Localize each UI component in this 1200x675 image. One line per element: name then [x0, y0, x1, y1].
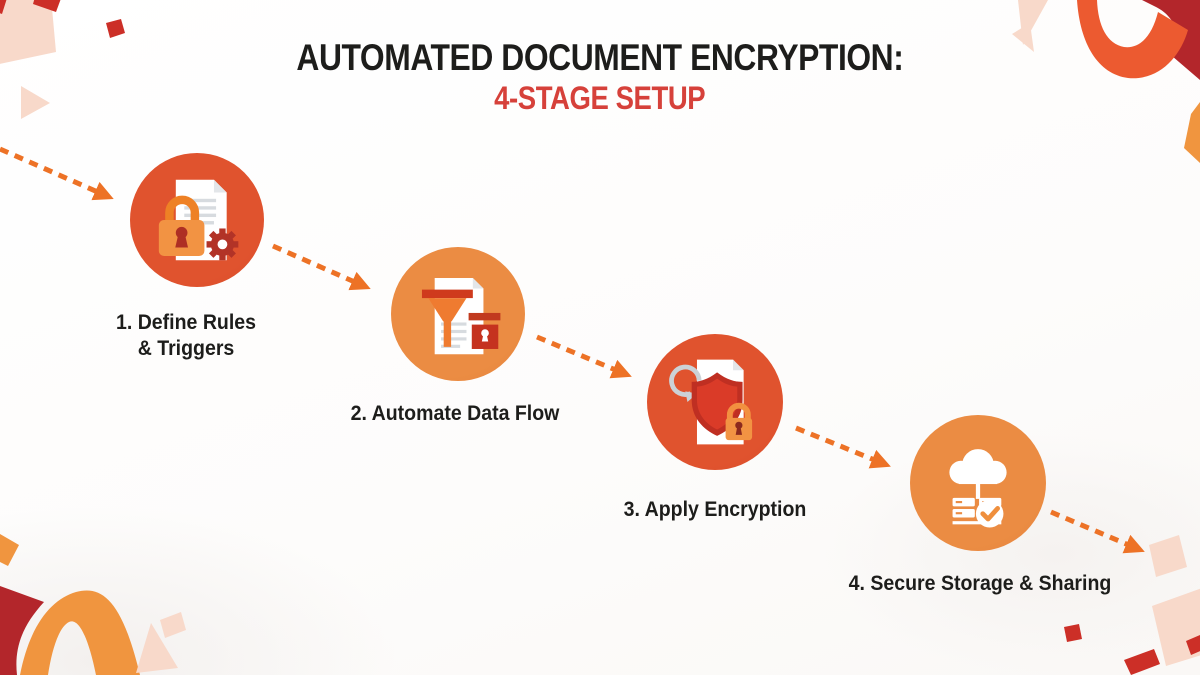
title-line-2: 4-STAGE SETUP	[494, 79, 706, 116]
arrow-to-stage-1	[0, 146, 114, 201]
stage-1-circle	[130, 153, 264, 287]
red-bar-shape	[1124, 649, 1160, 675]
document-shield-lock-icon	[669, 359, 753, 445]
red-square-shape	[1064, 624, 1082, 642]
arrow-stage-3-to-4	[795, 425, 891, 469]
stage-3-circle	[647, 334, 783, 470]
red-square-shape	[106, 19, 125, 38]
stage-2-label: 2. Automate Data Flow	[350, 402, 560, 425]
deco-bottom-right	[1064, 535, 1200, 675]
red-square-shape	[1186, 635, 1200, 655]
pink-square-shape	[1152, 588, 1200, 666]
stage-1-label: 1. Define Rules & Triggers	[115, 311, 257, 360]
orange-square-shape	[0, 534, 19, 566]
stage-4-circle	[910, 415, 1046, 551]
red-square-shape	[33, 0, 61, 12]
document-lock-gear-icon	[158, 179, 239, 261]
red-square-shape	[0, 0, 7, 14]
deco-bottom-left	[0, 534, 186, 675]
dark-red-wedge-shape	[0, 586, 44, 675]
orange-ribbon-shape	[20, 590, 140, 675]
stage-4-label: 4. Secure Storage & Sharing	[848, 572, 1112, 595]
stage-2-circle	[391, 247, 525, 381]
cloud-server-check-icon	[949, 449, 1007, 528]
pink-parallelogram-shape	[160, 612, 186, 638]
pink-triangle-shape	[136, 623, 178, 673]
stage-3-label: 3. Apply Encryption	[623, 498, 807, 521]
arrow-stage-1-to-2	[271, 243, 371, 291]
arrow-stage-2-to-3	[536, 334, 632, 379]
document-funnel-icon	[421, 277, 501, 355]
page-title: AUTOMATED DOCUMENT ENCRYPTION: 4-STAGE S…	[0, 37, 1200, 116]
arrow-stage-4-out	[1050, 509, 1145, 554]
title-line-1: AUTOMATED DOCUMENT ENCRYPTION:	[296, 37, 904, 78]
